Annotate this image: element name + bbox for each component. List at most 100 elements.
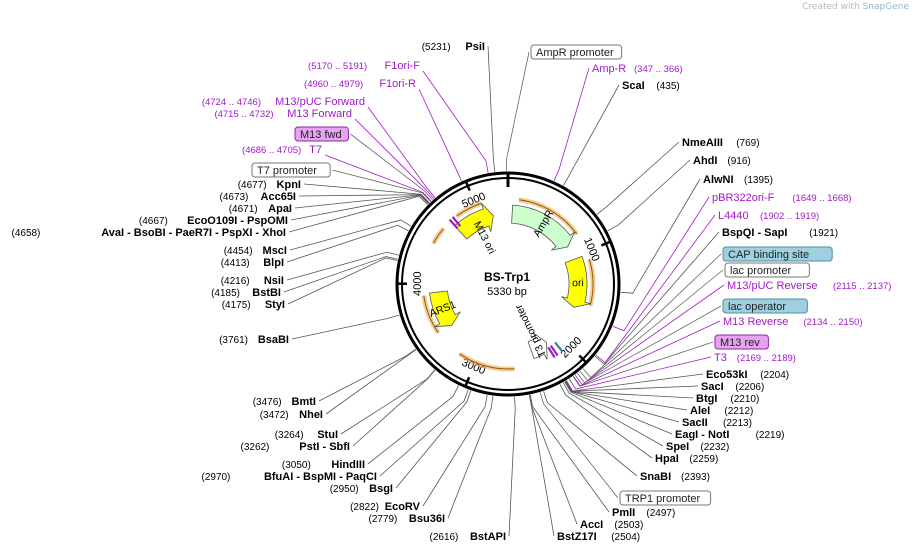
primer-m13-puc-forward[interactable]: M13/pUC Forward xyxy=(275,96,365,108)
leader-psii xyxy=(487,45,496,172)
enzyme-pos-eagi-noti: (2219) xyxy=(756,430,785,441)
enzyme-saci[interactable]: SacI xyxy=(701,381,724,393)
leader-hpai xyxy=(559,384,653,459)
enzyme-pos-nsii: (4216) xyxy=(221,276,250,287)
tick-label: 4000 xyxy=(412,271,424,296)
primer-f1ori-r[interactable]: F1ori-R xyxy=(379,78,416,90)
enzyme-bstapi[interactable]: BstAPI xyxy=(470,531,506,543)
leader-alei xyxy=(565,381,688,411)
primer-leader-m13-puc-reverse xyxy=(574,284,725,386)
enzyme-sacii[interactable]: SacII xyxy=(682,417,708,429)
enzyme-hindiii[interactable]: HindIII xyxy=(331,459,365,471)
enzyme-snabi[interactable]: SnaBI xyxy=(640,471,671,483)
leader-spei xyxy=(562,382,664,447)
enzyme-nsii[interactable]: NsiI xyxy=(264,275,284,287)
leader-bfuai-bspmi-paqci xyxy=(379,389,469,477)
box-lac-operator[interactable] xyxy=(722,298,808,314)
enzyme-pos-acc65i: (4673) xyxy=(219,192,248,203)
enzyme-acci[interactable]: AccI xyxy=(580,519,603,531)
box-cap-binding-site[interactable] xyxy=(722,246,833,262)
enzyme-bspqi-sapi[interactable]: BspQI - SapI xyxy=(722,227,787,239)
primer-range-amp-r: (347 .. 366) xyxy=(634,64,683,75)
box-leader-trp1-promoter xyxy=(539,392,619,499)
primer-f1ori-f[interactable]: F1ori-F xyxy=(385,60,421,72)
primer-leader-amp-r xyxy=(553,67,590,181)
primer-leader-f1ori-f xyxy=(422,70,489,173)
snapgene-logo: SnapGene xyxy=(862,2,909,12)
enzyme-pos-saci: (2206) xyxy=(735,382,764,393)
feature-ori[interactable] xyxy=(561,255,591,308)
enzyme-bmti[interactable]: BmtI xyxy=(292,396,316,408)
enzyme-blpi[interactable]: BlpI xyxy=(263,257,284,269)
enzyme-pos-avai-bsobi-paer7i-pspxi-xhoi: (4658) xyxy=(11,228,40,239)
box-t7-promoter[interactable] xyxy=(251,162,331,178)
primer-m13-forward[interactable]: M13 Forward xyxy=(287,108,352,120)
enzyme-styi[interactable]: StyI xyxy=(265,299,285,311)
leader-bsu36i xyxy=(447,395,494,519)
enzyme-bstbi[interactable]: BstBI xyxy=(252,287,281,299)
enzyme-scai[interactable]: ScaI xyxy=(622,80,645,92)
box-ampr-promoter[interactable] xyxy=(530,44,623,60)
primer-m13-reverse[interactable]: M13 Reverse xyxy=(723,316,788,328)
enzyme-pos-alei: (2212) xyxy=(724,406,753,417)
enzyme-eagi-noti[interactable]: EagI - NotI xyxy=(675,429,729,441)
primer-t3[interactable]: T3 xyxy=(714,352,727,364)
enzyme-bfuai-bspmi-paqci[interactable]: BfuAI - BspMI - PaqCI xyxy=(264,471,377,483)
feature-ars1[interactable] xyxy=(429,290,461,328)
enzyme-pos-bsabi: (3761) xyxy=(219,335,248,346)
enzyme-btgi[interactable]: BtgI xyxy=(696,393,717,405)
primer-t7[interactable]: T7 xyxy=(309,144,322,156)
enzyme-bsu36i[interactable]: Bsu36I xyxy=(409,513,445,525)
primer-l4440[interactable]: L4440 xyxy=(718,210,749,222)
enzyme-psii[interactable]: PsiI xyxy=(465,41,485,53)
enzyme-nmeaiii[interactable]: NmeAIII xyxy=(682,137,723,149)
enzyme-pos-msci: (4454) xyxy=(224,246,253,257)
enzyme-ahdi[interactable]: AhdI xyxy=(693,155,717,167)
enzyme-bstz17i[interactable]: BstZ17I xyxy=(557,531,597,543)
enzyme-alei[interactable]: AleI xyxy=(690,405,710,417)
box-label-lac-promoter: lac promoter xyxy=(730,265,791,277)
primer-range-l4440: (1902 .. 1919) xyxy=(760,211,819,222)
enzyme-pmli[interactable]: PmlI xyxy=(612,507,635,519)
enzyme-ecoo109i-pspomi[interactable]: EcoO109I - PspOMI xyxy=(187,215,288,227)
enzyme-pos-ecoo109i-pspomi: (4667) xyxy=(139,216,168,227)
enzyme-psti-sbfi[interactable]: PstI - SbfI xyxy=(299,441,350,453)
primer-pbr322ori-f[interactable]: pBR322ori-F xyxy=(712,192,775,204)
enzyme-alwni[interactable]: AlwNI xyxy=(703,174,734,186)
enzyme-spei[interactable]: SpeI xyxy=(666,441,689,453)
enzyme-pos-psti-sbfi: (3262) xyxy=(240,442,269,453)
primer-m13-puc-reverse[interactable]: M13/pUC Reverse xyxy=(727,280,817,292)
enzyme-avai-bsobi-paer7i-pspxi-xhoi[interactable]: AvaI - BsoBI - PaeR7I - PspXI - XhoI xyxy=(101,227,286,239)
leader-bstz17i xyxy=(528,394,555,537)
box-lac-promoter[interactable] xyxy=(724,262,810,278)
box-trp1-promoter[interactable] xyxy=(619,490,712,506)
enzyme-pos-apai: (4671) xyxy=(229,204,258,215)
enzyme-eco53ki[interactable]: Eco53kI xyxy=(706,369,748,381)
enzyme-pos-nhei: (3472) xyxy=(260,410,289,421)
primer-range-f1ori-r: (4960 .. 4979) xyxy=(304,79,363,90)
enzyme-pos-scai: (435) xyxy=(656,81,679,92)
feature-t3-promoter[interactable] xyxy=(527,332,548,360)
enzyme-msci[interactable]: MscI xyxy=(263,245,287,257)
box-m13-rev[interactable] xyxy=(714,334,769,350)
feature-ampr[interactable] xyxy=(511,204,576,251)
enzyme-stui[interactable]: StuI xyxy=(317,429,338,441)
enzyme-apai[interactable]: ApaI xyxy=(268,203,292,215)
enzyme-acc65i[interactable]: Acc65I xyxy=(261,191,296,203)
enzyme-ecorv[interactable]: EcoRV xyxy=(385,501,421,513)
enzyme-bsabi[interactable]: BsaBI xyxy=(258,334,289,346)
enzyme-nhei[interactable]: NheI xyxy=(299,409,323,421)
box-m13-fwd[interactable] xyxy=(294,126,349,142)
feature-m13-ori[interactable] xyxy=(454,202,494,240)
enzyme-bsgi[interactable]: BsgI xyxy=(369,483,393,495)
enzyme-hpai[interactable]: HpaI xyxy=(655,453,679,465)
enzyme-pos-ahdi: (916) xyxy=(727,156,750,167)
enzyme-kpni[interactable]: KpnI xyxy=(277,179,301,191)
primer-amp-r[interactable]: Amp-R xyxy=(592,63,626,75)
leader-sacii xyxy=(565,381,680,423)
leader-stui xyxy=(340,369,435,435)
box-leader-t7-promoter xyxy=(332,169,431,202)
primer-leader-t3 xyxy=(568,356,712,390)
leader-bstapi xyxy=(508,396,516,537)
